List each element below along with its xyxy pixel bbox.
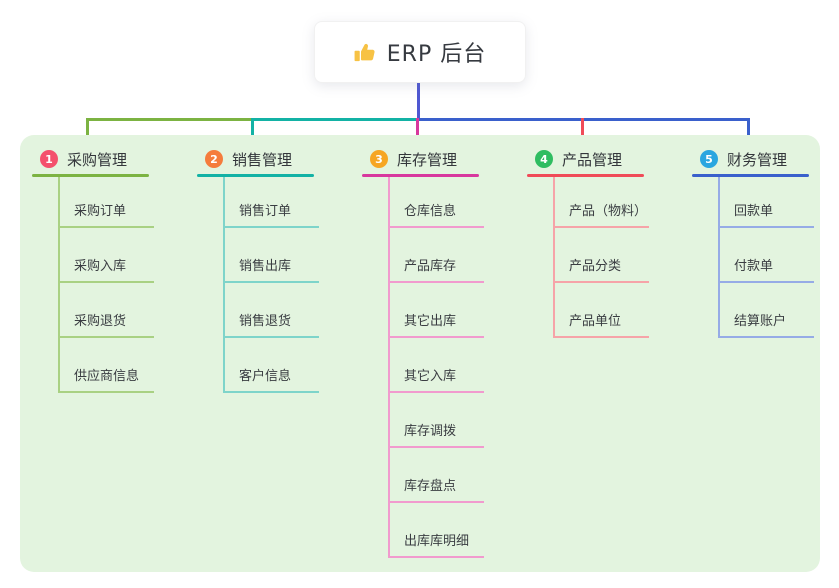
child-node[interactable]: 销售订单: [223, 200, 319, 228]
branch-child-connector: [553, 177, 555, 338]
branch-underline: [197, 174, 314, 177]
child-node[interactable]: 供应商信息: [58, 365, 154, 393]
child-node[interactable]: 库存调拨: [388, 420, 484, 448]
child-node[interactable]: 销售出库: [223, 255, 319, 283]
branch-underline: [32, 174, 149, 177]
branch-label: 产品管理: [562, 150, 623, 169]
child-node[interactable]: 其它出库: [388, 310, 484, 338]
root-connector-line: [417, 83, 420, 120]
branch-number-badge: 4: [535, 150, 553, 168]
branch-underline: [527, 174, 644, 177]
branch-number-badge: 1: [40, 150, 58, 168]
branch-underline: [692, 174, 809, 177]
branch-child-connector: [223, 177, 225, 393]
child-node[interactable]: 产品分类: [553, 255, 649, 283]
child-node[interactable]: 产品单位: [553, 310, 649, 338]
branch-label: 销售管理: [232, 150, 293, 169]
branch-child-connector: [718, 177, 720, 338]
child-node[interactable]: 仓库信息: [388, 200, 484, 228]
branch-underline: [362, 174, 479, 177]
branch-label: 采购管理: [67, 150, 128, 169]
child-node[interactable]: 付款单: [718, 255, 814, 283]
thumbs-up-icon: [354, 41, 377, 64]
branch-node-product[interactable]: 4 产品管理: [535, 148, 622, 170]
branch-node-finance[interactable]: 5 财务管理: [700, 148, 787, 170]
root-node[interactable]: ERP 后台: [314, 21, 526, 83]
child-node[interactable]: 采购订单: [58, 200, 154, 228]
root-title: ERP 后台: [386, 42, 487, 67]
branch-bus-line-teal: [251, 118, 420, 121]
branch-number-badge: 3: [370, 150, 388, 168]
child-node[interactable]: 出库库明细: [388, 530, 484, 558]
branch-node-inventory[interactable]: 3 库存管理: [370, 148, 457, 170]
branch-drop-line: [86, 118, 89, 148]
branch-label: 财务管理: [727, 150, 788, 169]
branch-drop-line: [581, 118, 584, 148]
child-node[interactable]: 结算账户: [718, 310, 814, 338]
branch-drop-line: [251, 118, 254, 148]
child-node[interactable]: 回款单: [718, 200, 814, 228]
child-node[interactable]: 销售退货: [223, 310, 319, 338]
child-node[interactable]: 采购退货: [58, 310, 154, 338]
branch-number-badge: 2: [205, 150, 223, 168]
branches-panel: [20, 135, 820, 572]
branch-child-connector: [388, 177, 390, 558]
branch-node-purchase[interactable]: 1 采购管理: [40, 148, 127, 170]
branch-node-sales[interactable]: 2 销售管理: [205, 148, 292, 170]
child-node[interactable]: 库存盘点: [388, 475, 484, 503]
branch-label: 库存管理: [397, 150, 458, 169]
child-node[interactable]: 产品（物料）: [553, 200, 649, 228]
branch-number-badge: 5: [700, 150, 718, 168]
branch-child-connector: [58, 177, 60, 393]
branch-drop-line: [747, 118, 750, 148]
child-node[interactable]: 其它入库: [388, 365, 484, 393]
child-node[interactable]: 采购入库: [58, 255, 154, 283]
child-node[interactable]: 产品库存: [388, 255, 484, 283]
child-node[interactable]: 客户信息: [223, 365, 319, 393]
branch-drop-line: [416, 118, 419, 148]
